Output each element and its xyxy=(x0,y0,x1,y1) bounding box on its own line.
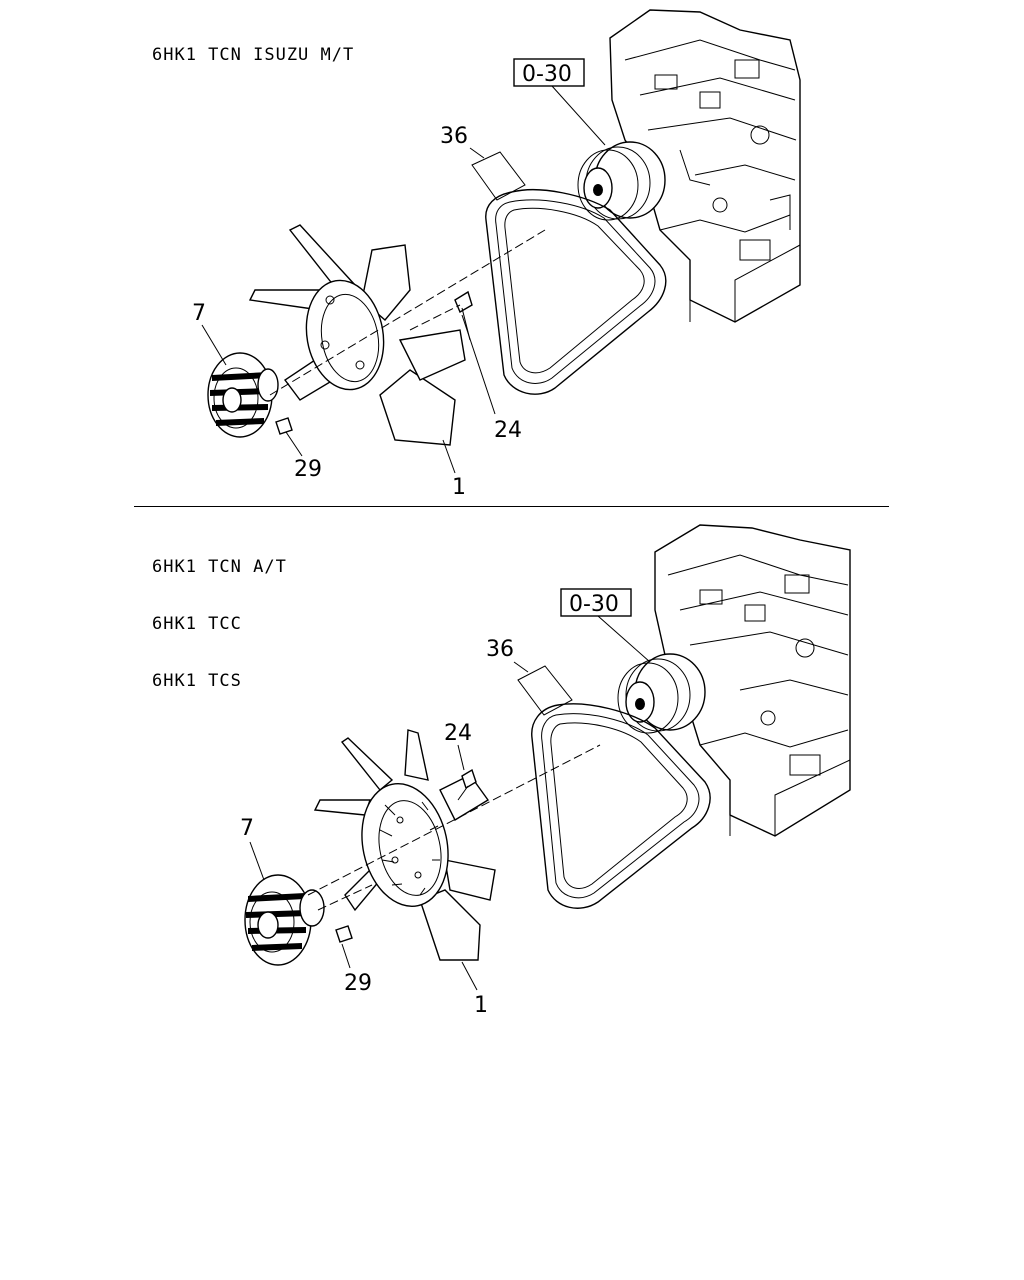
v-belt xyxy=(531,703,711,909)
caption-line: 6HK1 TCN A/T xyxy=(152,557,287,577)
assembly-line xyxy=(409,304,461,331)
caption-line: 6HK1 TCC xyxy=(152,614,242,634)
section-2-drawing: 0-30 36 24 7 29 1 xyxy=(240,524,851,1018)
nut-part-29 xyxy=(335,925,353,943)
section-1-caption: 6HK1 TCN ISUZU M/T xyxy=(152,8,354,84)
callout-clutch: 7 xyxy=(240,816,254,841)
callout-fan: 1 xyxy=(474,993,488,1018)
reference-box xyxy=(560,588,632,617)
fan-blades xyxy=(248,224,466,446)
fan-clutch xyxy=(244,874,325,966)
callout-ref: 0-30 xyxy=(522,62,572,87)
assembly-line xyxy=(269,229,546,396)
callout-nut: 29 xyxy=(294,457,322,482)
section-divider xyxy=(134,506,889,507)
callout-belt: 36 xyxy=(486,637,514,662)
bolt-part-24 xyxy=(457,768,477,801)
caption-line: 6HK1 TCS xyxy=(152,671,242,691)
assembly-line xyxy=(317,884,373,911)
caption-line: 6HK1 TCN ISUZU M/T xyxy=(152,45,355,65)
fan-clutch xyxy=(207,352,279,438)
section-1-drawing: 0-30 36 7 24 29 1 xyxy=(192,9,801,500)
assembly-line xyxy=(307,744,601,896)
callout-bolt: 24 xyxy=(444,721,472,746)
callout-ref: 0-30 xyxy=(569,592,619,617)
v-belt xyxy=(485,189,667,395)
crank-pulley xyxy=(577,141,666,221)
section-2-caption: 6HK1 TCN A/T 6HK1 TCC 6HK1 TCS xyxy=(152,520,287,710)
crank-pulley xyxy=(617,653,706,734)
callout-clutch: 7 xyxy=(192,301,206,326)
callout-bolt: 24 xyxy=(494,418,522,443)
nut-part-29 xyxy=(275,417,293,435)
callout-fan: 1 xyxy=(452,475,466,500)
callout-nut: 29 xyxy=(344,971,372,996)
reference-box xyxy=(513,58,585,87)
callout-belt: 36 xyxy=(440,124,468,149)
